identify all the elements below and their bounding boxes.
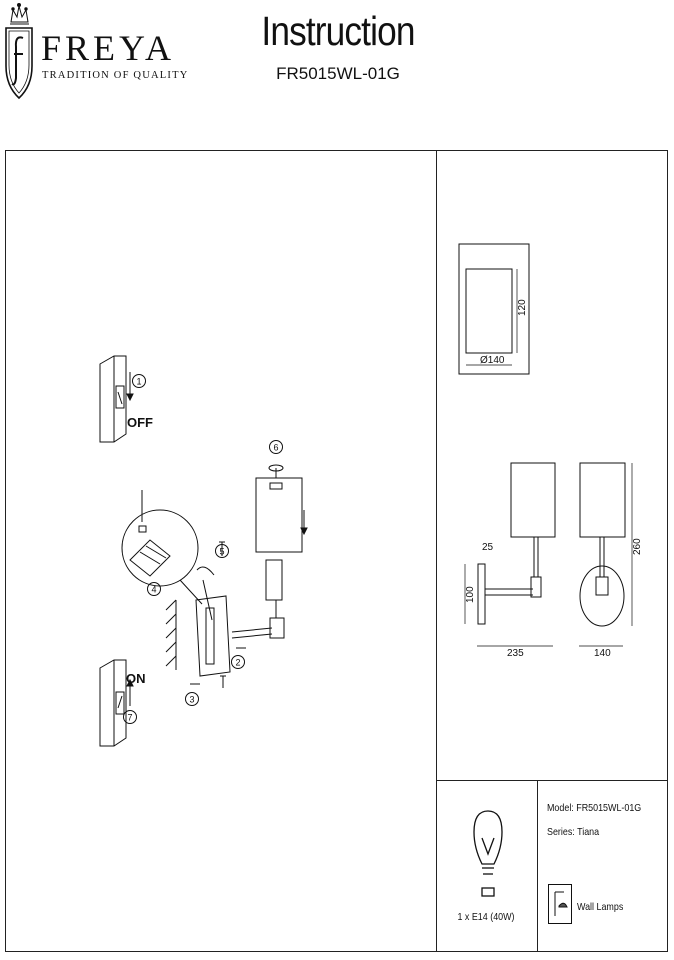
step-number-circles <box>123 374 283 724</box>
lamp-side-view-icon <box>464 462 556 647</box>
product-category: Wall Lamps <box>577 901 624 913</box>
product-series: Series: Tiana <box>547 826 600 838</box>
wiring-detail-icon <box>121 490 203 605</box>
shield-icon <box>5 27 33 100</box>
brand-tagline: TRADITION OF QUALITY <box>42 70 189 81</box>
wall-lamp-category-icon <box>548 884 572 924</box>
crown-icon <box>10 3 29 25</box>
wall-switch-off-icon <box>99 355 134 443</box>
model-code: FR5015WL-01G <box>276 64 400 83</box>
step-label: 1 <box>136 377 141 387</box>
total-depth-label: 140 <box>594 648 611 659</box>
screw-icon <box>190 541 246 688</box>
bulb-spec-label: 1 x E14 (40W) <box>457 911 515 923</box>
step-label: 7 <box>127 713 132 723</box>
frame-divider <box>436 780 668 781</box>
step-label: 3 <box>189 695 194 705</box>
offset-label: 25 <box>482 542 494 553</box>
step-label: 5 <box>219 547 224 557</box>
shade-diameter-label: Ø140 <box>480 355 505 366</box>
plate-height-label: 100 <box>465 586 476 603</box>
frame-divider <box>436 150 437 952</box>
shade-height-label: 120 <box>517 299 528 316</box>
step-label: 6 <box>273 443 278 453</box>
bulb-icon <box>473 810 503 897</box>
switch-on-label: ON <box>126 671 146 686</box>
freya-logo-emblem <box>5 3 33 100</box>
dimension-drawings: Ø140 120 25 100 260 235 140 <box>458 243 643 659</box>
product-model: Model: FR5015WL-01G <box>547 802 642 814</box>
wall-hatch-icon <box>165 599 177 670</box>
frame-divider <box>537 780 538 952</box>
mounting-plate-icon <box>195 566 231 677</box>
total-height-label: 260 <box>632 538 643 555</box>
wall-switch-on-icon <box>99 659 134 747</box>
instruction-frame <box>5 150 668 952</box>
shade-top-view-icon <box>458 243 530 375</box>
lamp-front-view-icon <box>579 462 633 647</box>
step-label: 2 <box>235 658 240 668</box>
lamp-arm-icon <box>231 559 285 639</box>
switch-off-label: OFF <box>127 415 153 430</box>
step-label: 4 <box>151 585 156 595</box>
assembly-diagram: 1 2 3 4 5 6 7 OFF ON <box>99 355 308 747</box>
lamp-shade-icon <box>255 464 308 553</box>
page-title: Instruction <box>261 8 415 54</box>
total-width-label: 235 <box>507 648 524 659</box>
brand-name: FREYA <box>41 28 176 68</box>
